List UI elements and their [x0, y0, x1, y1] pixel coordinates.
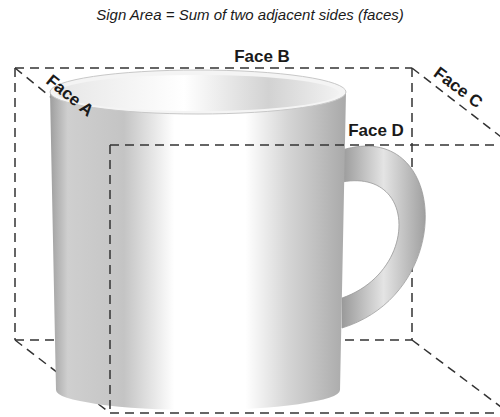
dashed-edge	[110, 144, 500, 146]
title: Sign Area = Sum of two adjacent sides (f…	[96, 6, 404, 23]
mug-inside	[57, 75, 339, 111]
dashed-edge	[109, 145, 111, 413]
mug-handle	[342, 146, 425, 328]
mug-body	[50, 92, 346, 410]
mug	[50, 70, 425, 410]
dashed-edge	[14, 68, 16, 340]
face-label: Face D	[348, 121, 404, 141]
back-box-lines	[15, 68, 500, 413]
dashed-edge	[412, 340, 500, 410]
dashed-edge	[110, 412, 500, 414]
front-box-lines	[110, 145, 500, 413]
dashed-edge	[15, 67, 412, 69]
face-label: Face B	[234, 47, 290, 67]
